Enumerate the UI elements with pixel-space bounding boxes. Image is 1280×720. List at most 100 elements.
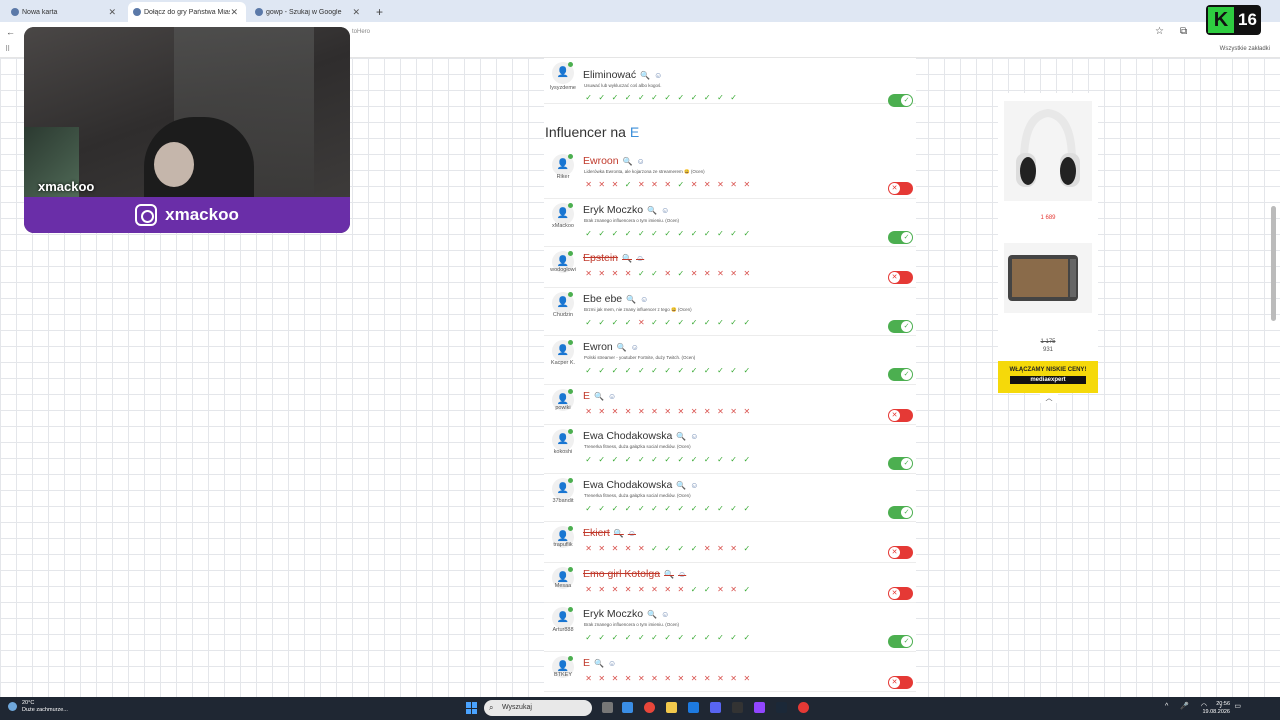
search-icon[interactable]: 🔍	[647, 205, 658, 215]
advertisement[interactable]: 1 689 1 175 931 WŁĄCZAMY NISKIE CENY!med…	[998, 93, 1098, 393]
apps-icon[interactable]: ⠿	[5, 46, 11, 53]
smiley-icon[interactable]: ☺	[636, 254, 645, 263]
close-icon[interactable]: ✕	[352, 6, 360, 17]
smiley-icon[interactable]: ☺	[661, 205, 670, 215]
smiley-icon[interactable]: ☺	[690, 432, 699, 441]
answer-description: Trenerka fitness, duża gałązka social me…	[584, 444, 691, 449]
accept-toggle[interactable]: ✕	[888, 271, 913, 284]
cross-icon: ✕	[651, 673, 658, 683]
cross-icon: ✕	[611, 544, 619, 553]
headphones-image[interactable]	[1004, 101, 1092, 201]
search-icon[interactable]: 🔍	[594, 658, 604, 668]
accept-toggle[interactable]: ✕	[888, 546, 913, 559]
accept-toggle[interactable]: ✓	[888, 635, 913, 648]
taskbar-search[interactable]: ⌕Wyszukaj	[484, 700, 592, 716]
scrollbar-thumb[interactable]	[1271, 206, 1276, 321]
monitor-image[interactable]	[1004, 243, 1092, 313]
smiley-icon[interactable]: ☺	[654, 71, 663, 80]
close-icon[interactable]: ✕	[230, 6, 238, 17]
answer-description: Polski streamer - youtuber Fortnite, duż…	[584, 355, 696, 360]
check-icon: ✓	[690, 93, 698, 102]
smiley-icon[interactable]: ☺	[627, 529, 636, 538]
search-icon[interactable]: 🔍	[626, 294, 637, 304]
chrome-icon[interactable]	[644, 702, 655, 713]
ad-banner[interactable]: WŁĄCZAMY NISKIE CENY!mediaexpert	[998, 361, 1098, 393]
chevron-up-icon[interactable]: ︿	[1040, 393, 1058, 403]
steam-icon[interactable]	[776, 702, 787, 713]
cross-icon: ✕	[664, 584, 672, 594]
accept-toggle[interactable]: ✓	[888, 505, 913, 519]
windows-start-icon[interactable]	[466, 702, 478, 714]
extensions-icon[interactable]: ⧉	[1180, 26, 1188, 37]
tab-label: Dołącz do gry Państwa Miasta	[144, 8, 231, 16]
new-tab-button[interactable]: +	[376, 5, 384, 19]
accept-toggle[interactable]: ✓	[888, 368, 913, 381]
smiley-icon[interactable]: ☺	[607, 391, 617, 401]
cross-icon: ✕	[703, 544, 711, 553]
file-explorer-icon[interactable]	[666, 702, 677, 713]
search-icon[interactable]: 🔍	[613, 529, 624, 538]
widgets-icon[interactable]	[622, 702, 633, 713]
edge-icon[interactable]	[688, 702, 699, 713]
tab-label: gowp - Szukaj w Google	[266, 8, 342, 16]
answer-wrap: Ewa Chodakowska🔍☺	[583, 430, 698, 442]
instagram-bar: xmackoo	[24, 197, 350, 233]
smiley-icon[interactable]: ☺	[640, 294, 649, 304]
smiley-icon[interactable]: ☺	[678, 569, 687, 579]
answer-text: Ekiert	[583, 527, 610, 539]
accept-toggle[interactable]: ✕	[888, 408, 913, 422]
smiley-icon[interactable]: ☺	[630, 343, 639, 352]
search-icon[interactable]: 🔍	[594, 391, 604, 401]
search-icon[interactable]: 🔍	[640, 71, 651, 80]
star-icon[interactable]: ☆	[1155, 26, 1164, 37]
search-icon[interactable]: 🔍	[676, 480, 687, 490]
check-icon: ✓	[743, 503, 751, 513]
search-icon[interactable]: 🔍	[647, 610, 658, 619]
tab-google[interactable]: gowp - Szukaj w Google ✕	[250, 2, 368, 22]
task-view-icon[interactable]	[602, 702, 613, 713]
search-icon[interactable]: 🔍	[616, 343, 627, 352]
search-icon[interactable]: 🔍	[622, 157, 633, 166]
globe-icon	[11, 8, 19, 16]
all-bookmarks[interactable]: Wszystkie zakładki	[1219, 46, 1270, 52]
check-icon: ✓	[717, 93, 724, 102]
tab-game[interactable]: Dołącz do gry Państwa Miasta✕	[128, 2, 246, 22]
obs-icon[interactable]	[732, 702, 743, 713]
search-icon[interactable]: 🔍	[622, 254, 632, 263]
system-tray[interactable]: ^ 🎤 ◠ ♪ ▭	[1165, 703, 1247, 710]
check-icon: ✓	[651, 503, 658, 513]
accept-toggle[interactable]: ✕	[888, 586, 913, 600]
online-dot	[568, 62, 573, 67]
accept-toggle[interactable]: ✕	[888, 675, 913, 689]
search-icon[interactable]: 🔍	[676, 432, 687, 441]
app-icon[interactable]	[798, 702, 809, 713]
cross-icon: ✕	[703, 180, 711, 189]
search-icon[interactable]: 🔍	[664, 569, 675, 579]
smiley-icon[interactable]: ☺	[661, 610, 670, 619]
cross-icon: ✕	[889, 409, 900, 421]
check-icon: ✓	[637, 503, 645, 513]
back-icon[interactable]: ←	[6, 27, 15, 37]
close-icon[interactable]: ✕	[108, 6, 116, 17]
tab-new-tab[interactable]: Nowa karta✕	[6, 2, 124, 22]
accept-toggle[interactable]: ✓	[888, 457, 913, 470]
accept-toggle[interactable]: ✓	[888, 319, 913, 333]
accept-toggle[interactable]: ✕	[888, 182, 913, 195]
answer-text: Ewa Chodakowska	[583, 430, 673, 442]
scrollbar[interactable]	[1271, 66, 1276, 692]
time: 20:56	[1216, 701, 1230, 707]
smiley-icon[interactable]: ☺	[690, 480, 699, 490]
accept-toggle[interactable]: ✓	[888, 94, 913, 107]
answer-wrap: E🔍☺	[583, 390, 616, 402]
url-field[interactable]: toHero	[352, 29, 371, 35]
twitch-icon[interactable]	[754, 702, 765, 713]
ad-slogan: WŁĄCZAMY NISKIE CENY!	[1009, 367, 1087, 373]
check-icon: ✓	[743, 544, 751, 553]
smiley-icon[interactable]: ☺	[607, 658, 617, 668]
check-icon: ✓	[677, 180, 685, 189]
accept-toggle[interactable]: ✓	[888, 230, 913, 244]
discord-icon[interactable]	[710, 702, 721, 713]
smiley-icon[interactable]: ☺	[636, 157, 645, 166]
